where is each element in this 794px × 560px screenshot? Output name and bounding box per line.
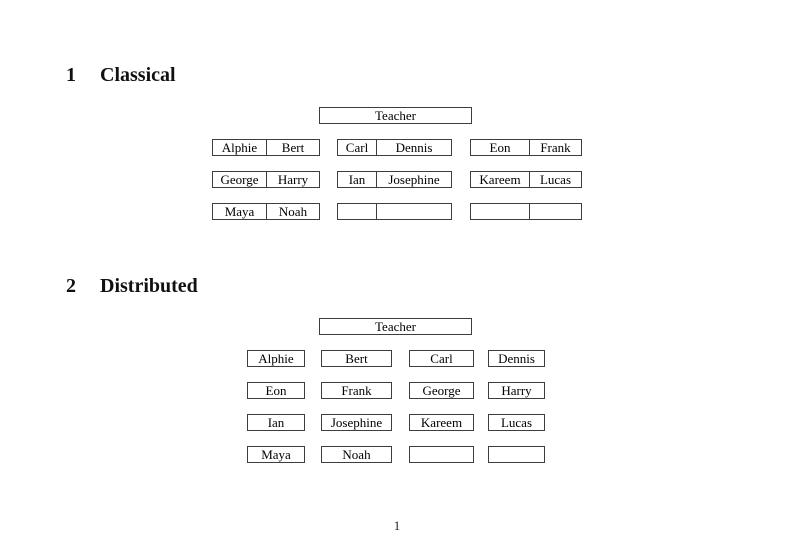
seat: Alphie (247, 350, 305, 367)
seat-label: Dennis (498, 351, 535, 366)
seat: Lucas (488, 414, 545, 431)
seat: George (409, 382, 474, 399)
seat-label: Kareem (420, 415, 463, 430)
seat: Carl (409, 350, 474, 367)
seat-label: George (422, 383, 461, 398)
desk: George Harry (212, 171, 320, 188)
teacher-box-distributed: Teacher (319, 318, 472, 335)
desk-seat-left (471, 204, 530, 219)
seat-label: Lucas (500, 415, 533, 430)
seat: Frank (321, 382, 392, 399)
desk: Maya Noah (212, 203, 320, 220)
desk: Kareem Lucas (470, 171, 582, 188)
seat-label: Alphie (258, 351, 294, 366)
seat: Dennis (488, 350, 545, 367)
seat-empty (488, 446, 545, 463)
desk-seat-right: Josephine (388, 172, 440, 187)
teacher-box-classical: Teacher (319, 107, 472, 124)
seat-label: Carl (430, 351, 453, 366)
desk-seat-right: Bert (281, 140, 305, 155)
seat: Bert (321, 350, 392, 367)
desk: Carl Dennis (337, 139, 452, 156)
section-heading-classical: 1 Classical (66, 64, 176, 86)
seat: Eon (247, 382, 305, 399)
desk-seat-left: George (213, 172, 267, 187)
desk-seat-left: Alphie (213, 140, 267, 155)
desk-seat-right: Lucas (539, 172, 572, 187)
seat-label: Frank (341, 383, 372, 398)
desk-seat-left: Carl (338, 140, 377, 155)
section-number: 1 (66, 64, 76, 86)
desk-seat-right (377, 204, 451, 219)
desk-seat-right: Dennis (395, 140, 433, 155)
desk: Alphie Bert (212, 139, 320, 156)
seat: Ian (247, 414, 305, 431)
seat: Josephine (321, 414, 392, 431)
desk-seat-right: Noah (278, 204, 308, 219)
seat-label: Bert (345, 351, 368, 366)
teacher-label: Teacher (375, 319, 416, 334)
desk-seat-left: Ian (338, 172, 377, 187)
seat: Maya (247, 446, 305, 463)
seat-label: Maya (261, 447, 291, 462)
seat-empty (409, 446, 474, 463)
desk-empty (337, 203, 452, 220)
desk: Ian Josephine (337, 171, 452, 188)
seat-label: Noah (342, 447, 371, 462)
teacher-label: Teacher (375, 108, 416, 123)
seat-label: Ian (267, 415, 285, 430)
page-number: 1 (393, 518, 401, 533)
seat: Kareem (409, 414, 474, 431)
seat-label: Eon (265, 383, 287, 398)
desk-seat-left: Maya (213, 204, 267, 219)
section-title: Classical (100, 64, 176, 86)
seat: Harry (488, 382, 545, 399)
section-title: Distributed (100, 275, 198, 297)
seat-label: Harry (501, 383, 532, 398)
desk-seat-right: Frank (540, 140, 571, 155)
section-heading-distributed: 2 Distributed (66, 275, 198, 297)
section-number: 2 (66, 275, 76, 297)
desk-seat-left: Eon (471, 140, 530, 155)
seat-label: Josephine (330, 415, 383, 430)
seat: Noah (321, 446, 392, 463)
desk-seat-right (530, 204, 581, 219)
desk-seat-right: Harry (277, 172, 309, 187)
desk: Eon Frank (470, 139, 582, 156)
desk-seat-left (338, 204, 377, 219)
desk-seat-left: Kareem (471, 172, 530, 187)
desk-empty (470, 203, 582, 220)
